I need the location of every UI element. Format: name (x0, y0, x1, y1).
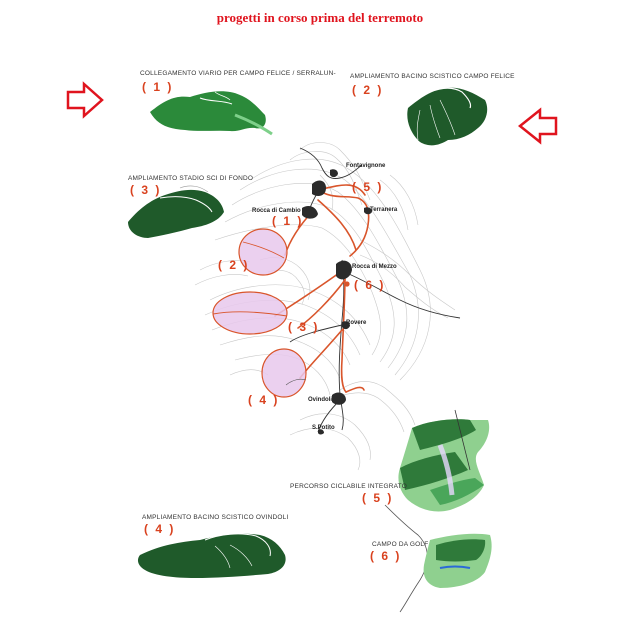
town-markers (302, 169, 372, 435)
map-number-4: ( 4 ) (248, 393, 280, 407)
thumbnail-3 (128, 185, 224, 238)
place-rocca-mezzo: Rocca di Mezzo (352, 264, 397, 270)
project-2-label: AMPLIAMENTO BACINO SCISTICO CAMPO FELICE (350, 73, 515, 80)
thumbnail-2 (407, 87, 488, 146)
place-terranera: Terranera (370, 207, 398, 213)
zone-2 (238, 228, 288, 276)
project-5-number: ( 5 ) (362, 491, 394, 505)
place-s-potito: S.Potito (312, 425, 335, 431)
place-ovindoli: Ovindoli (308, 397, 332, 403)
marker-6 (344, 281, 350, 287)
map-number-2: ( 2 ) (218, 258, 250, 272)
place-rovere: Rovere (346, 320, 367, 326)
project-3-number: ( 3 ) (130, 183, 162, 197)
map-number-6: ( 6 ) (354, 278, 386, 292)
page-title: progetti in corso prima del terremoto (216, 10, 424, 25)
project-5-label: PERCORSO CICLABILE INTEGRATO (290, 483, 407, 490)
project-6-number: ( 6 ) (370, 549, 402, 563)
thumbnail-1 (150, 91, 273, 136)
map-number-1: ( 1 ) (272, 214, 304, 228)
project-2-number: ( 2 ) (352, 83, 384, 97)
thumbnail-4 (137, 533, 286, 578)
zone-3 (212, 291, 288, 335)
project-4-number: ( 4 ) (144, 522, 176, 536)
project-6-label: CAMPO DA GOLF (372, 541, 429, 548)
arrow-right-icon (66, 81, 104, 119)
project-1-number: ( 1 ) (142, 80, 174, 94)
thumbnail-5 (384, 409, 490, 613)
project-1-label: COLLEGAMENTO VIARIO PER CAMPO FELICE / S… (140, 70, 336, 77)
thumbnail-6 (423, 533, 492, 588)
place-fontavignone: Fontavignone (346, 163, 386, 169)
arrow-left-icon (517, 107, 558, 145)
zone-4 (261, 348, 307, 398)
map-number-5: ( 5 ) (352, 180, 384, 194)
map-number-3: ( 3 ) (288, 320, 320, 334)
project-4-label: AMPLIAMENTO BACINO SCISTICO OVINDOLI (142, 514, 289, 521)
place-rocca-cambio: Rocca di Cambio (252, 208, 301, 214)
project-3-label: AMPLIAMENTO STADIO SCI DI FONDO (128, 175, 254, 182)
